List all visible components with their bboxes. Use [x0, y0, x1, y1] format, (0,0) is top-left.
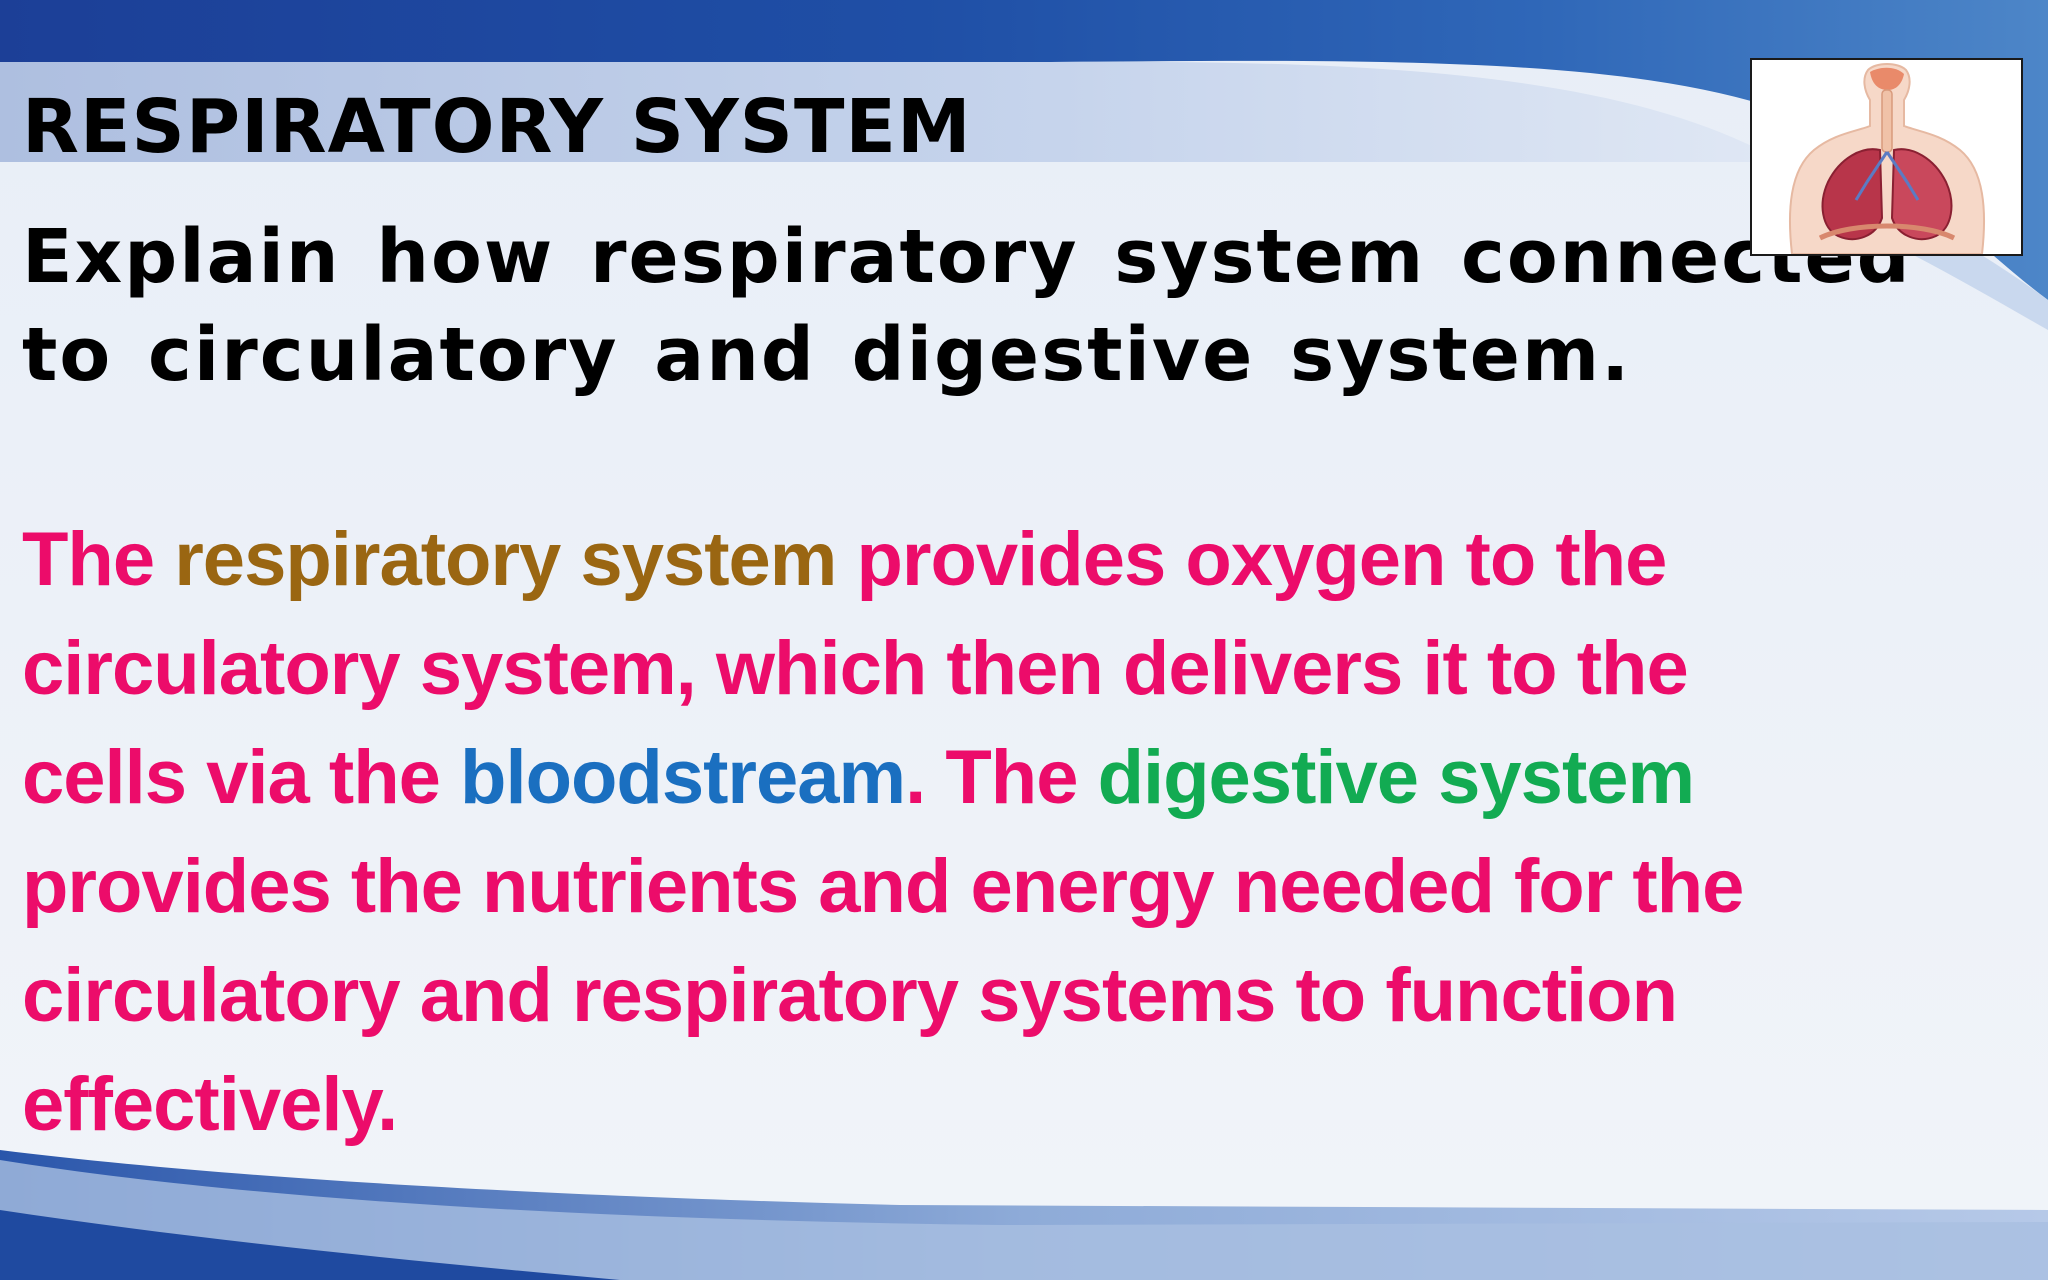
- answer-segment-pink: cells via the: [22, 735, 461, 820]
- answer-segment-pink: circulatory system, which then delivers …: [22, 626, 1689, 711]
- answer-segment-pink: provides oxygen to the: [836, 517, 1667, 602]
- answer-line: circulatory system, which then delivers …: [22, 614, 1982, 723]
- respiratory-system-icon: [1752, 60, 2021, 254]
- answer-segment-green: digestive system: [1097, 735, 1696, 820]
- answer-line: circulatory and respiratory systems to f…: [22, 941, 1982, 1050]
- answer-segment-pink: . The: [905, 735, 1098, 820]
- question-line: to circulatory and digestive system.: [22, 312, 1632, 398]
- answer-segment-pink: effectively.: [22, 1062, 398, 1147]
- question-line: Explain how respiratory system connected: [22, 214, 1912, 300]
- answer-line: effectively.: [22, 1050, 1982, 1159]
- respiratory-system-illustration: [1750, 58, 2023, 256]
- question-text: Explain how respiratory system connected…: [22, 208, 1942, 404]
- answer-segment-pink: circulatory and respiratory systems to f…: [22, 953, 1678, 1038]
- answer-line: provides the nutrients and energy needed…: [22, 832, 1982, 941]
- slide-title: RESPIRATORY SYSTEM: [22, 84, 972, 170]
- answer-segment-pink: provides the nutrients and energy needed…: [22, 844, 1744, 929]
- answer-segment-blue: bloodstream: [460, 735, 906, 820]
- answer-segment-brown: respiratory system: [174, 517, 837, 602]
- answer-text: The respiratory system provides oxygen t…: [22, 505, 1982, 1159]
- answer-segment-pink: The: [22, 517, 175, 602]
- answer-line: cells via the bloodstream. The digestive…: [22, 723, 1982, 832]
- answer-line: The respiratory system provides oxygen t…: [22, 505, 1982, 614]
